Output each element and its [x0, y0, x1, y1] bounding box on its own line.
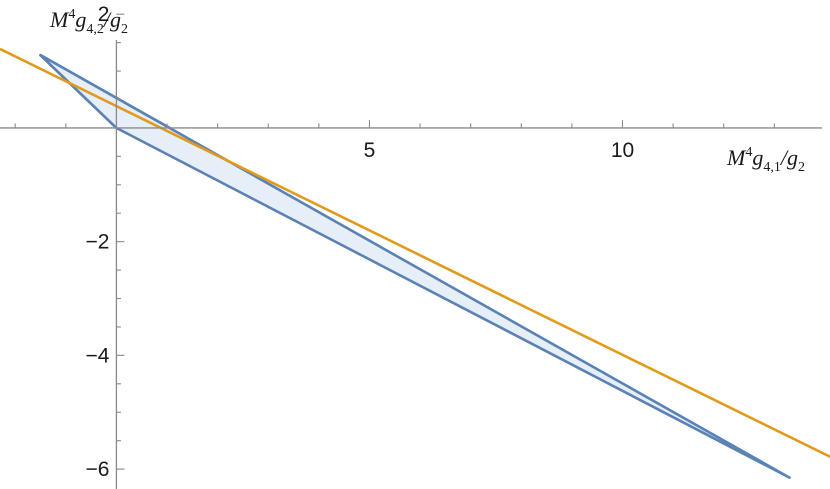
- axes-layer: [0, 13, 822, 489]
- y-tick-label: 2: [98, 3, 110, 26]
- x-tick-label: 10: [611, 139, 634, 162]
- x-axis-title: M4g4,1/g2: [726, 145, 805, 175]
- y-tick-label: −2: [85, 231, 109, 254]
- series-layer: [0, 47, 830, 479]
- series-line-2: [0, 47, 830, 459]
- y-tick-label: −4: [85, 344, 109, 367]
- y-axis-title: M4g4,2/g2: [49, 7, 128, 37]
- x-tick-label: 5: [364, 139, 376, 162]
- region-polygon-1: [39, 53, 791, 479]
- y-tick-label: −6: [85, 458, 109, 481]
